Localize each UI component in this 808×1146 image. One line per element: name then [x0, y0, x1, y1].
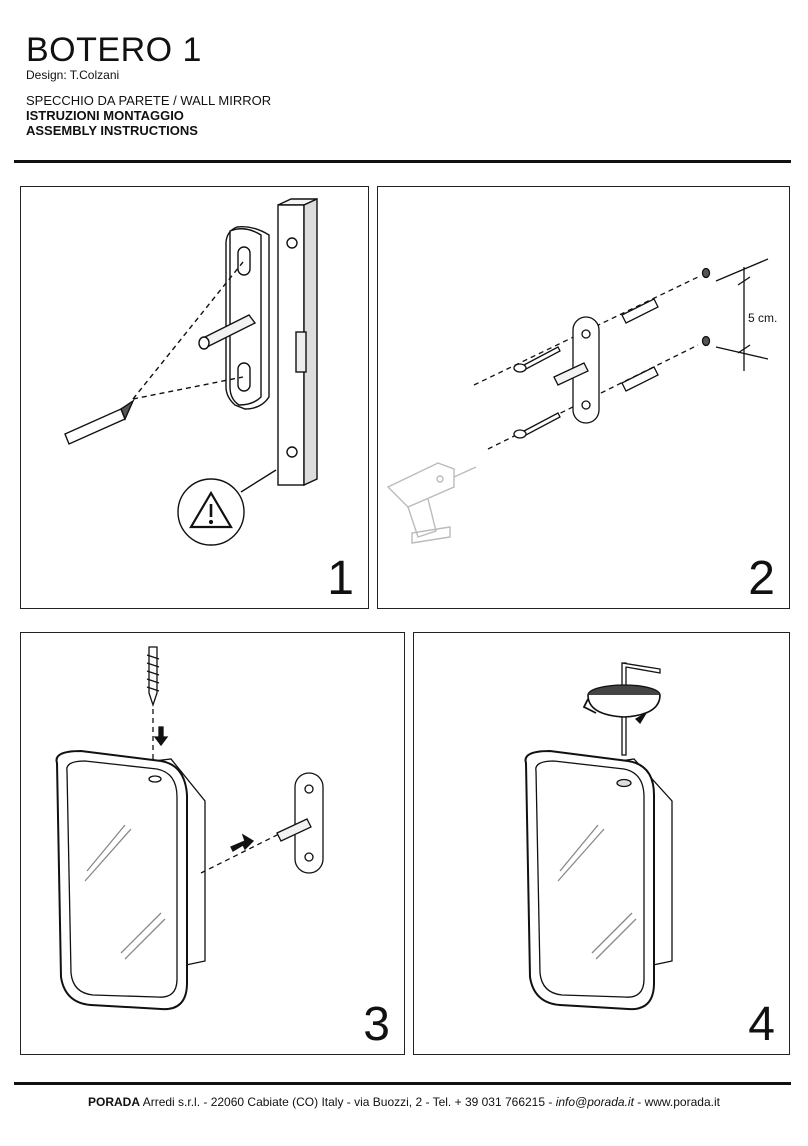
step-number: 4	[748, 998, 775, 1051]
arrow-right-icon	[230, 833, 255, 852]
bracket-icon	[276, 772, 324, 874]
drill-icon	[386, 462, 477, 544]
product-subtitle: SPECCHIO DA PARETE / WALL MIRROR	[26, 93, 272, 108]
mirror-icon	[55, 749, 206, 1011]
step-2-illustration	[386, 258, 769, 544]
step-number: 2	[748, 552, 775, 605]
dimension-marker	[715, 258, 769, 371]
wall-profile-icon	[277, 197, 318, 487]
instructions-title-en: ASSEMBLY INSTRUCTIONS	[26, 123, 198, 138]
screw-icon	[146, 646, 160, 708]
rotation-arrow-icon	[582, 684, 661, 725]
spacing-label: 5 cm.	[748, 311, 778, 325]
step-4-panel: 4	[413, 632, 790, 1055]
page-title: BOTERO 1	[26, 31, 202, 69]
step-3-panel: 3	[20, 632, 405, 1055]
footer-address: Arredi s.r.l. - 22060 Cabiate (CO) Italy…	[140, 1095, 556, 1109]
footer-divider	[14, 1082, 791, 1085]
step-3-illustration	[55, 646, 324, 1011]
step-1-illustration	[64, 197, 318, 546]
step-2-panel: 5 cm. 2	[377, 186, 790, 609]
bracket-icon	[553, 316, 600, 424]
bracket-icon	[198, 225, 270, 410]
footer-website[interactable]: - www.porada.it	[633, 1095, 720, 1109]
designer-credit: Design: T.Colzani	[26, 68, 120, 82]
wall-plug-icon	[621, 298, 659, 392]
header-divider	[14, 160, 791, 163]
footer-contact: PORADA Arredi s.r.l. - 22060 Cabiate (CO…	[0, 1095, 808, 1109]
footer-email[interactable]: info@porada.it	[555, 1095, 634, 1109]
instructions-title-it: ISTRUZIONI MONTAGGIO	[26, 108, 184, 123]
screwdriver-icon	[64, 399, 135, 445]
mirror-icon	[524, 749, 673, 1011]
arrow-down-icon	[153, 726, 169, 747]
warning-triangle-icon	[177, 469, 277, 546]
footer-brand: PORADA	[88, 1095, 141, 1109]
step-1-panel: 1	[20, 186, 369, 609]
screw-icon	[513, 346, 561, 439]
step-4-illustration	[524, 662, 673, 1011]
step-number: 1	[327, 552, 354, 605]
step-number: 3	[363, 998, 390, 1051]
